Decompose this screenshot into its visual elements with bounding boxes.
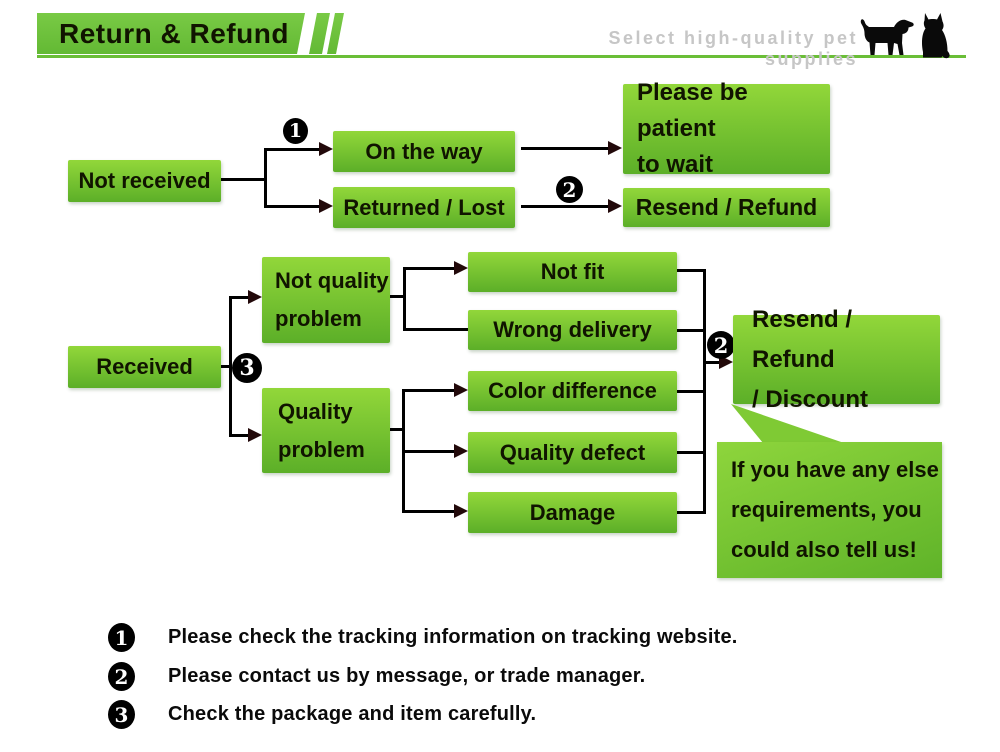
node-label: Color difference [488, 378, 657, 403]
connector-line [403, 267, 455, 270]
node-quality-problem: Quality problem [262, 388, 390, 473]
legend-text: Check the package and item carefully. [168, 703, 537, 725]
bubble-text-line: If you have any else [731, 457, 939, 482]
legend-item: 3 Check the package and item carefully. [108, 700, 536, 729]
legend-item: 1 Please check the tracking information … [108, 623, 738, 652]
arrow-head [248, 428, 262, 442]
arrow-head [608, 199, 622, 213]
header-banner: Return & Refund [37, 13, 305, 54]
node-label: Not received [78, 168, 211, 193]
step-badge-1: 1 [283, 118, 308, 144]
step-badge-3: 3 [232, 353, 262, 383]
connector-line [390, 428, 404, 431]
step-badge-2: 2 [707, 331, 735, 359]
arrow-head [454, 383, 468, 397]
cat-icon [921, 13, 950, 59]
node-not-fit: Not fit [468, 252, 677, 292]
node-please-wait: Please be patient to wait [623, 79, 830, 178]
node-label: Received [96, 354, 193, 379]
legend-text: Please check the tracking information on… [168, 626, 738, 648]
node-resend-refund-discount: Resend / Refund / Discount [733, 306, 940, 413]
legend-badge-2: 2 [108, 662, 135, 691]
node-label: Not fit [540, 259, 605, 284]
node-label: Returned / Lost [343, 194, 505, 220]
connector-line [403, 267, 406, 331]
node-label-line: problem [275, 306, 362, 331]
connector-line [229, 296, 249, 299]
node-not-quality-problem: Not quality problem [262, 257, 390, 343]
connector-line [221, 178, 267, 181]
connector-line [402, 510, 455, 513]
node-label-line: Quality [278, 398, 353, 424]
node-label-line: to wait [637, 151, 713, 178]
node-color-difference: Color difference [468, 371, 677, 411]
node-returned-lost: Returned / Lost [333, 187, 515, 228]
arrow-head [248, 290, 262, 304]
legend-badge-1: 1 [108, 623, 135, 652]
node-received: Received [68, 346, 221, 388]
arrow-head [608, 141, 622, 155]
dog-icon [860, 19, 914, 55]
connector-line [677, 511, 706, 514]
banner-stripe [309, 13, 330, 54]
connector-line [521, 147, 609, 150]
connector-line [264, 148, 320, 151]
node-label: Resend / Refund [635, 194, 818, 220]
page-title: Return & Refund [59, 17, 289, 49]
node-label-line: Resend / Refund [752, 305, 853, 373]
node-on-the-way: On the way [333, 131, 515, 172]
legend-text: Please contact us by message, or trade m… [168, 665, 646, 687]
connector-line [402, 389, 455, 392]
node-quality-defect: Quality defect [468, 432, 677, 473]
arrow-head [454, 444, 468, 458]
node-label: Damage [529, 499, 616, 525]
node-label: On the way [365, 138, 483, 164]
node-wrong-delivery: Wrong delivery [468, 310, 677, 350]
node-label-line: problem [278, 436, 365, 462]
node-label-line: / Discount [752, 385, 869, 413]
legend-badge-3: 3 [108, 700, 135, 729]
node-damage: Damage [468, 492, 677, 533]
connector-line [403, 328, 468, 331]
node-label-line: Not quality [275, 268, 389, 293]
connector-line [703, 269, 706, 514]
connector-line [402, 450, 455, 453]
legend-item: 2 Please contact us by message, or trade… [108, 662, 645, 691]
bubble-text-line: requirements, you [731, 497, 922, 522]
node-not-received: Not received [68, 160, 221, 202]
connector-line [221, 365, 232, 368]
connector-line [229, 296, 232, 437]
connector-line [264, 148, 267, 208]
connector-line [677, 451, 706, 454]
connector-line [677, 329, 706, 332]
connector-line [264, 205, 320, 208]
arrow-head [319, 199, 333, 213]
connector-line [390, 295, 405, 298]
connector-line [677, 390, 706, 393]
header-underline [37, 55, 966, 58]
node-label: Wrong delivery [493, 317, 652, 342]
node-resend-refund: Resend / Refund [623, 188, 830, 227]
connector-line [521, 205, 609, 208]
arrow-head [454, 504, 468, 518]
arrow-head [454, 261, 468, 275]
bubble-text-line: could also tell us! [731, 537, 917, 562]
node-label-line: Please be patient [637, 79, 748, 142]
arrow-head [319, 142, 333, 156]
connector-line [229, 434, 249, 437]
banner-stripe [327, 13, 344, 54]
connector-line [703, 361, 720, 364]
speech-bubble: If you have any else requirements, you c… [717, 442, 942, 578]
node-label: Quality defect [499, 439, 646, 465]
connector-line [677, 269, 706, 272]
step-badge-2: 2 [556, 176, 583, 203]
header-tagline: Select high-quality pet supplies [608, 28, 858, 69]
